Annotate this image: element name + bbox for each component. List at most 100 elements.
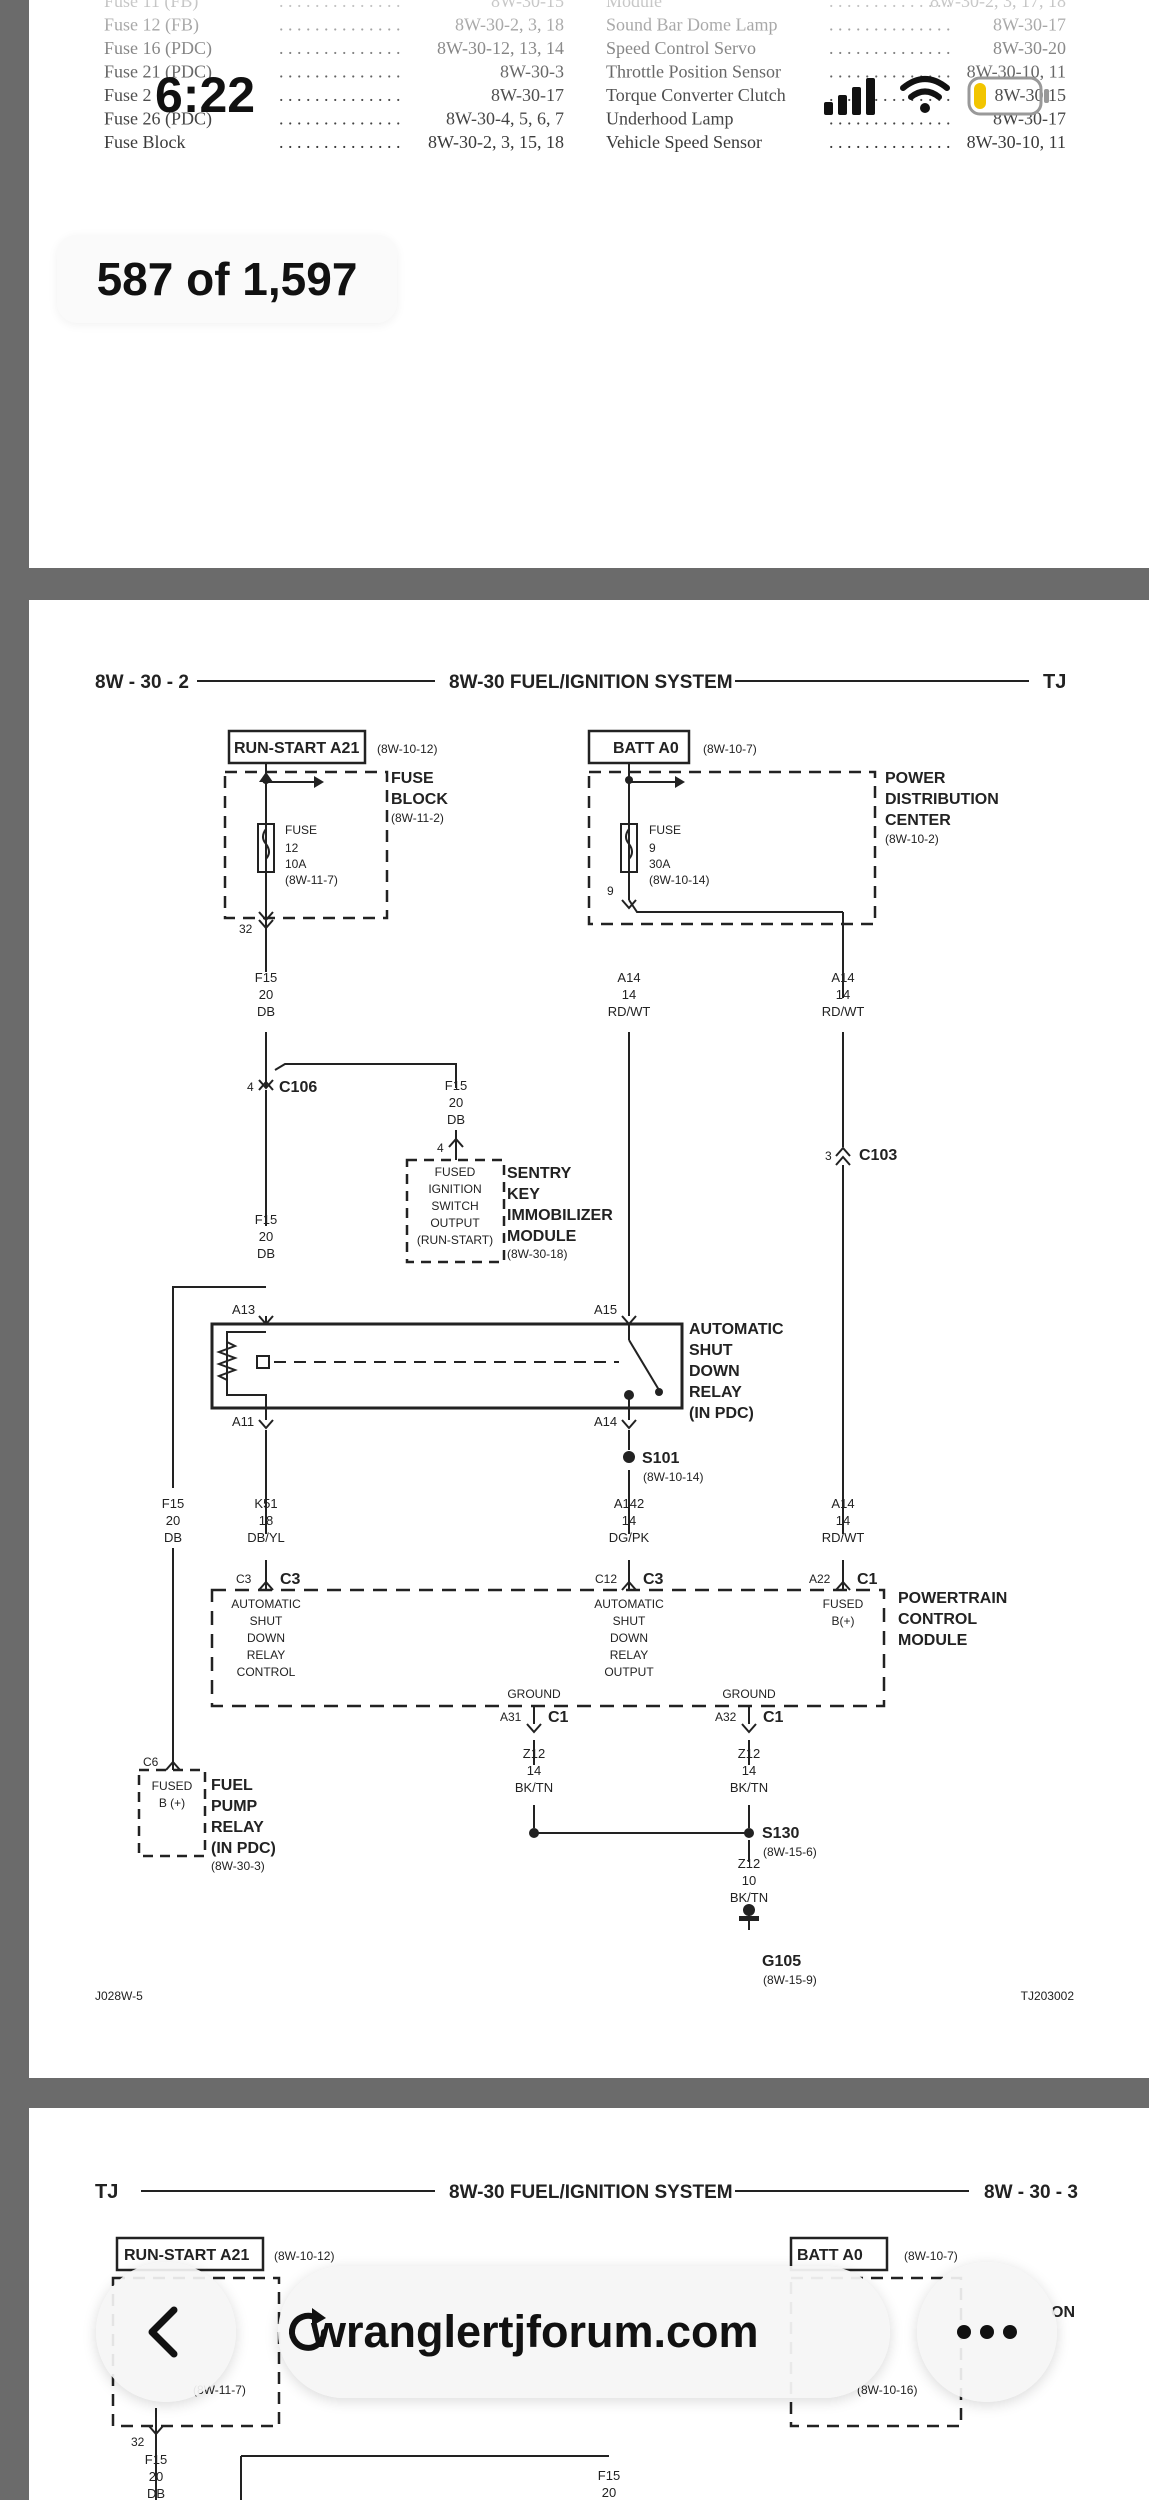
- relay-name: (IN PDC): [689, 1405, 754, 1422]
- fuse9-ref: (8W-10-14): [649, 873, 709, 887]
- fuse9-amp: 30A: [649, 857, 670, 871]
- next-batt-label: BATT A0: [797, 2247, 863, 2264]
- more-dots-icon: [957, 2325, 1017, 2339]
- index-list: Fuse 11 (FB). . . . . . . . . . . . . .8…: [29, 0, 1149, 160]
- wire-label: DB: [257, 1004, 275, 1019]
- wire-label: DG/PK: [609, 1530, 650, 1545]
- wire-label: 20: [602, 2485, 616, 2500]
- pcm-name: POWERTRAIN: [898, 1590, 1007, 1607]
- pcm-pin: C3: [236, 1572, 252, 1586]
- pdc-label-1: POWER: [885, 770, 946, 787]
- fuel-pump-name: (IN PDC): [211, 1840, 276, 1857]
- next-run-start-label: RUN-START A21: [124, 2247, 249, 2264]
- next-page-id: 8W - 30 - 3: [984, 2182, 1078, 2203]
- s101-ref: (8W-10-14): [643, 1470, 703, 1484]
- chevron-left-icon: [148, 2306, 178, 2358]
- next-title: 8W-30 FUEL/IGNITION SYSTEM: [449, 2182, 733, 2203]
- wire-label: F15: [255, 1212, 277, 1227]
- reload-icon[interactable]: [278, 2302, 338, 2362]
- pcm-input: RELAY: [247, 1648, 285, 1662]
- pcm-input: FUSED: [823, 1597, 864, 1611]
- relay-name: DOWN: [689, 1363, 740, 1380]
- wire-label: RD/WT: [822, 1530, 865, 1545]
- diagram-title: 8W-30 FUEL/IGNITION SYSTEM: [449, 672, 733, 693]
- wiring-diagram-page: 8W - 30 - 2 8W-30 FUEL/IGNITION SYSTEM T…: [29, 600, 1149, 2078]
- wire-label: 14: [836, 987, 850, 1002]
- wire-label: A142: [614, 1496, 644, 1511]
- s101-label: S101: [642, 1450, 679, 1467]
- pcm-input: CONTROL: [237, 1665, 296, 1679]
- pcm-name: MODULE: [898, 1632, 968, 1649]
- next-run-start-ref: (8W-10-12): [274, 2249, 334, 2263]
- wire-label: 14: [527, 1763, 541, 1778]
- next-ref-right: (8W-10-16): [857, 2383, 917, 2397]
- fuse12-amp: 10A: [285, 857, 306, 871]
- wire-label: DB: [447, 1112, 465, 1127]
- address-bar[interactable]: wranglertjforum.com: [278, 2266, 890, 2398]
- wire-label: Z12: [523, 1746, 545, 1761]
- wiring-diagram: 8W - 30 - 2 8W-30 FUEL/IGNITION SYSTEM T…: [95, 671, 1074, 2003]
- wire-label: BK/TN: [515, 1780, 553, 1795]
- wire-label: 20: [166, 1513, 180, 1528]
- fuse-block-ref: (8W-11-2): [391, 811, 444, 825]
- fuel-pump-name: PUMP: [211, 1798, 258, 1815]
- wire-label: F15: [162, 1496, 184, 1511]
- pcm-input: OUTPUT: [604, 1665, 654, 1679]
- next-batt-ref: (8W-10-7): [904, 2249, 958, 2263]
- wire-label: 20: [149, 2469, 163, 2484]
- fuel-pump-pin: C6: [143, 1755, 159, 1769]
- fuel-pump-name: FUEL: [211, 1777, 253, 1794]
- relay-pin: A14: [594, 1414, 617, 1429]
- pdc-label-2: DISTRIBUTION: [885, 791, 999, 808]
- browser-toolbar: wranglertjforum.com: [0, 2262, 1149, 2412]
- c103-pin: 3: [825, 1149, 832, 1163]
- wire-label: Z12: [738, 1746, 760, 1761]
- wire-label: RD/WT: [608, 1004, 651, 1019]
- pcm-input: B(+): [831, 1614, 854, 1628]
- pcm-input: DOWN: [610, 1631, 648, 1645]
- relay-name: SHUT: [689, 1342, 733, 1359]
- sentry-input: OUTPUT: [430, 1216, 480, 1230]
- wire-label: DB/YL: [247, 1530, 285, 1545]
- sentry-name: KEY: [507, 1186, 540, 1203]
- sentry-name: MODULE: [507, 1228, 577, 1245]
- wire-label: F15: [145, 2452, 167, 2467]
- fuel-pump-input: FUSED: [152, 1779, 193, 1793]
- fuse12-label: FUSE: [285, 823, 317, 837]
- more-button[interactable]: [917, 2262, 1057, 2402]
- c106-pin: 4: [247, 1080, 254, 1094]
- next-model: TJ: [95, 2181, 118, 2203]
- pdc-label-3: CENTER: [885, 812, 951, 829]
- url-text: wranglertjforum.com: [311, 2306, 759, 2357]
- wire-label: F15: [445, 1078, 467, 1093]
- sentry-input: SWITCH: [431, 1199, 478, 1213]
- wire-label: 20: [449, 1095, 463, 1110]
- pcm-pin: A31: [500, 1710, 522, 1724]
- run-start-label: RUN-START A21: [234, 740, 359, 757]
- sentry-ref: (8W-30-18): [507, 1247, 567, 1261]
- pcm-input: AUTOMATIC: [231, 1597, 301, 1611]
- s130-ref: (8W-15-6): [763, 1845, 817, 1859]
- fuse9-num: 9: [649, 841, 656, 855]
- wire-label: BK/TN: [730, 1780, 768, 1795]
- wire-label: 10: [742, 1873, 756, 1888]
- wire-label: 14: [622, 987, 636, 1002]
- pdc-pin: 9: [607, 884, 614, 898]
- g105-label: G105: [762, 1953, 801, 1970]
- fuel-pump-ref: (8W-30-3): [211, 1859, 265, 1873]
- sentry-name: SENTRY: [507, 1165, 572, 1182]
- fuel-pump-name: RELAY: [211, 1819, 264, 1836]
- diagram-model: TJ: [1043, 671, 1066, 693]
- back-button[interactable]: [96, 2262, 236, 2402]
- fuse12-ref: (8W-11-7): [285, 873, 338, 887]
- batt-label: BATT A0: [613, 740, 679, 757]
- pcm-input: SHUT: [250, 1614, 283, 1628]
- fuse12-num: 12: [285, 841, 299, 855]
- pcm-input: SHUT: [613, 1614, 646, 1628]
- sentry-name: IMMOBILIZER: [507, 1207, 613, 1224]
- c103-label: C103: [859, 1147, 897, 1164]
- fuel-pump-input: B (+): [159, 1796, 185, 1810]
- relay-pin: A15: [594, 1302, 617, 1317]
- pcm-input: DOWN: [247, 1631, 285, 1645]
- wire-label: RD/WT: [822, 1004, 865, 1019]
